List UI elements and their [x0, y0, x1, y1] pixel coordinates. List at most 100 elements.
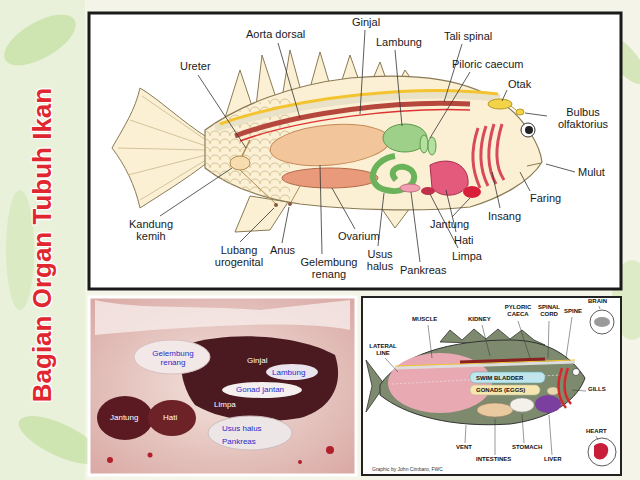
leader-line: [278, 43, 300, 118]
leader-line: [360, 30, 365, 114]
leader-line: [332, 188, 355, 229]
dissection-photo: [97, 396, 153, 440]
part-label: Piloric caecum: [452, 58, 524, 70]
part-label: Faring: [530, 192, 561, 204]
dissection-photo: [222, 382, 302, 398]
fish-graphic: [470, 372, 545, 383]
fish-illustration: [473, 124, 504, 188]
leader-line: [482, 325, 490, 356]
fish-illustration: [383, 124, 427, 152]
dissection-photo: [89, 297, 356, 475]
dissection-photo: [95, 300, 350, 335]
fish-graphic: [590, 310, 614, 334]
leader-line: [572, 390, 586, 391]
leader-line: [444, 44, 462, 102]
fish-illustration: [230, 156, 250, 170]
part-label: SPINE: [564, 308, 582, 315]
photo-label: Usus halus: [222, 424, 262, 433]
credit-note: Graphic by John Cimbaro, FWC: [372, 466, 443, 472]
fish-illustration: [430, 161, 468, 195]
fish-illustration: [282, 168, 378, 188]
fish-illustration: [118, 96, 206, 200]
dissection-photo: [107, 457, 113, 463]
fish-illustration: [420, 135, 428, 153]
anatomy-panel: [89, 13, 621, 289]
part-label: Aorta dorsal: [246, 28, 305, 40]
part-label: BRAIN: [588, 298, 607, 305]
dissection-photo: [326, 446, 334, 454]
leader-line: [428, 325, 432, 358]
fish-illustration: [268, 120, 391, 170]
part-label: Ovarium: [338, 230, 380, 242]
fish-illustration: [521, 123, 535, 137]
fish-graphic: [573, 369, 580, 376]
part-label: Ginjal: [352, 16, 380, 28]
part-label: SWIM BLADDER: [476, 375, 523, 382]
dissection-photo: [298, 460, 302, 464]
fish-graphic: [588, 438, 616, 466]
slide-title: Bagian Organ Tubuh Ikan: [22, 35, 62, 455]
part-label: INTESTINES: [476, 456, 511, 463]
fish-illustration: [525, 126, 533, 134]
part-label: PYLORIC CAECA: [502, 304, 534, 317]
photo-label: Lambung: [272, 368, 305, 377]
part-label: HEART: [586, 428, 607, 435]
photo-label: Gonad jantan: [236, 385, 284, 394]
part-label: GILLS: [588, 386, 606, 393]
fish-illustration: [112, 50, 542, 232]
part-label: STOMACH: [512, 444, 542, 451]
part-label: Ureter: [180, 60, 211, 72]
leader-line: [599, 306, 600, 309]
part-label: VENT: [456, 444, 472, 451]
fish-graphic: [559, 368, 571, 408]
fish-illustration: [235, 196, 288, 232]
leader-line: [452, 198, 470, 217]
part-label: Kandung kemih: [126, 218, 176, 242]
leader-line: [385, 358, 398, 372]
fish-graphic: [594, 317, 610, 327]
dissection-photo: [89, 297, 356, 475]
leader-line: [566, 317, 572, 358]
part-label: Jantung: [430, 218, 469, 230]
dissection-photo: [148, 400, 196, 436]
fish-illustration: [516, 109, 524, 115]
fish-graphic: [535, 395, 561, 413]
leader-line: [518, 321, 530, 358]
background: [0, 4, 84, 75]
dissection-photo: [148, 453, 153, 458]
leader-line: [411, 192, 420, 262]
fish-illustration: [428, 137, 436, 155]
fish-illustration: [511, 106, 517, 111]
part-label: Otak: [508, 78, 531, 90]
leader-line: [495, 419, 496, 455]
background: [0, 0, 85, 480]
fish-illustration: [112, 88, 208, 208]
fish-graphic: [460, 359, 545, 362]
fish-illustration: [527, 163, 541, 166]
leader-line: [502, 90, 507, 101]
photo-label: Hati: [163, 413, 177, 422]
fish-illustration: [205, 76, 542, 210]
fish-illustration: [488, 99, 512, 109]
photo-label: Pankreas: [222, 437, 256, 446]
fish-graphic: [366, 310, 616, 466]
fish-illustration: [288, 202, 292, 206]
fish-illustration: [421, 187, 435, 195]
leader-line: [596, 436, 598, 440]
leader-line: [520, 172, 530, 191]
leader-line: [198, 75, 246, 148]
photo-label: Jantung: [110, 413, 138, 422]
part-label: Tali spinal: [444, 30, 492, 42]
fish-graphic: [594, 443, 608, 459]
leader-line: [546, 164, 575, 172]
leader-line: [430, 72, 470, 138]
leader-line: [465, 425, 466, 443]
fish-graphic: [392, 375, 560, 384]
part-label: Lambung: [376, 36, 422, 48]
part-label: GONADS (EGGS): [476, 387, 525, 394]
part-label: MUSCLE: [412, 316, 437, 323]
fish-graphic: [547, 387, 559, 395]
leader-line: [525, 113, 547, 116]
